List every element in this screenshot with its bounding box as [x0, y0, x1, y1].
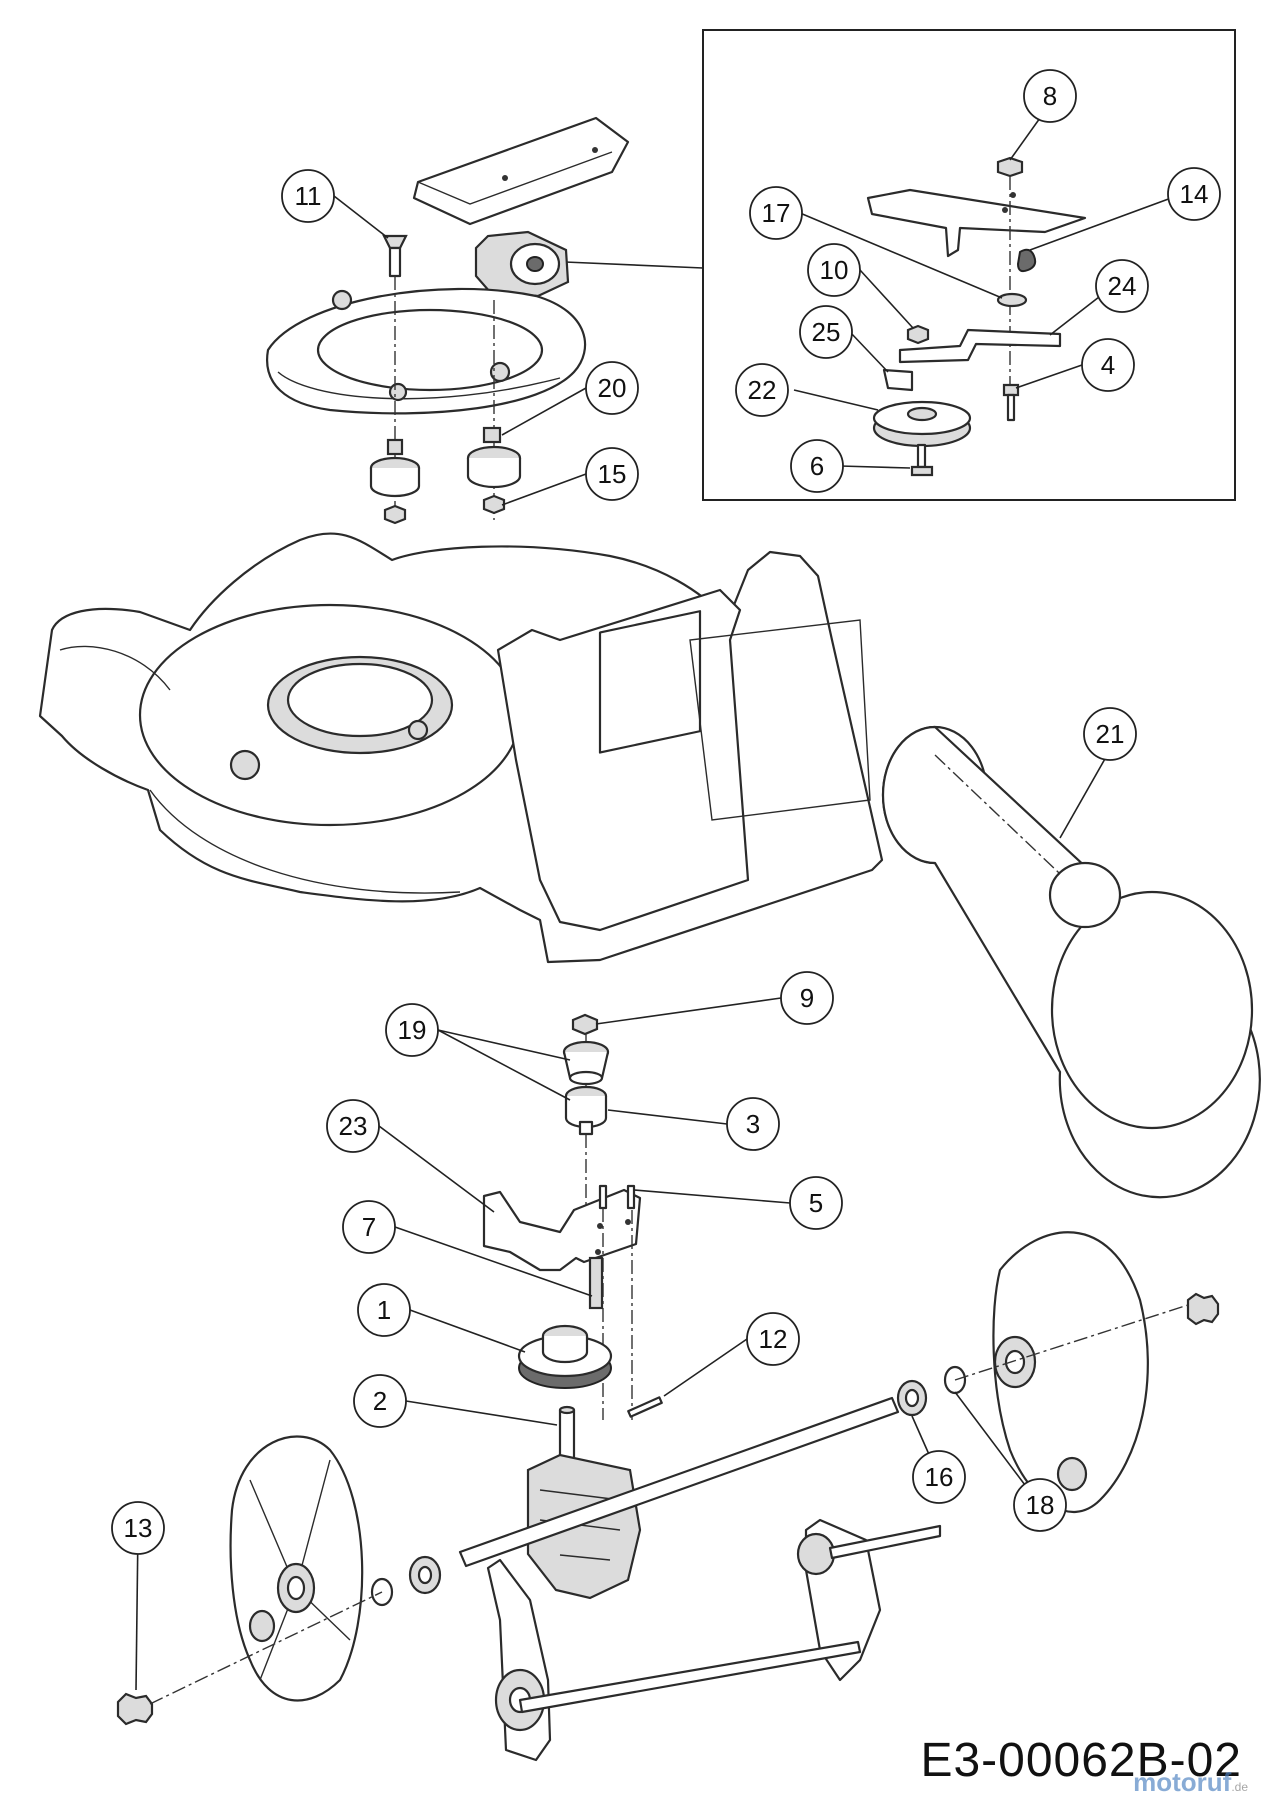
svg-text:8: 8	[1043, 81, 1057, 111]
svg-text:17: 17	[762, 198, 791, 228]
idler-pulley-upper	[562, 1040, 610, 1086]
svg-text:3: 3	[746, 1109, 760, 1139]
svg-text:1: 1	[377, 1295, 391, 1325]
callout-21: 21	[1083, 707, 1137, 761]
callout-17: 17	[749, 186, 803, 240]
inset-bracket-plate	[866, 188, 1087, 258]
axle-bearing-right	[896, 1379, 928, 1417]
svg-text:10: 10	[820, 255, 849, 285]
inset-bolt	[1002, 383, 1020, 422]
svg-text:14: 14	[1180, 179, 1209, 209]
height-adjust-bracket-right	[796, 1518, 882, 1682]
svg-text:19: 19	[398, 1015, 427, 1045]
transmission-gearbox	[526, 1405, 642, 1600]
callout-18: 18	[1013, 1478, 1067, 1532]
inset-clip	[882, 368, 914, 392]
callout-22: 22	[735, 363, 789, 417]
svg-text:23: 23	[339, 1111, 368, 1141]
callout-3: 3	[726, 1097, 780, 1151]
right-bushing	[466, 426, 522, 515]
inset-pulley-bolt	[910, 443, 934, 477]
svg-text:4: 4	[1101, 350, 1115, 380]
svg-text:20: 20	[598, 373, 627, 403]
inset-nut	[996, 156, 1024, 178]
height-adjust-rod	[518, 1524, 942, 1714]
inset-washer	[996, 292, 1028, 308]
callout-11: 11	[281, 169, 335, 223]
svg-text:5: 5	[809, 1188, 823, 1218]
callout-13: 13	[111, 1501, 165, 1555]
idler-pulley-lower	[564, 1085, 608, 1136]
callout-12: 12	[746, 1312, 800, 1366]
left-rear-wheel	[229, 1435, 364, 1702]
center-nut	[571, 1013, 599, 1036]
transmission-pulley	[517, 1324, 613, 1389]
inset-pointer-line	[564, 261, 704, 269]
watermark-text: motoruf	[1133, 1767, 1232, 1797]
roll-pin	[627, 1396, 663, 1418]
callout-6: 6	[790, 439, 844, 493]
callout-24: 24	[1095, 259, 1149, 313]
callout-23: 23	[326, 1099, 380, 1153]
svg-text:11: 11	[295, 181, 322, 211]
svg-text:15: 15	[598, 459, 627, 489]
svg-text:25: 25	[812, 317, 841, 347]
inset-pulley	[872, 400, 972, 448]
right-wheel-gear	[1186, 1292, 1220, 1326]
svg-text:18: 18	[1026, 1490, 1055, 1520]
callout-20: 20	[585, 361, 639, 415]
callout-4: 4	[1081, 338, 1135, 392]
deck-ring	[266, 287, 587, 415]
svg-text:13: 13	[124, 1513, 153, 1543]
svg-text:6: 6	[810, 451, 824, 481]
inset-lever-arm	[898, 328, 1062, 364]
callout-7: 7	[342, 1200, 396, 1254]
right-rear-wheel	[992, 1231, 1149, 1513]
svg-text:9: 9	[800, 983, 814, 1013]
svg-text:22: 22	[748, 375, 777, 405]
left-bushing	[369, 438, 421, 525]
callout-19: 19	[385, 1003, 439, 1057]
drive-belt	[881, 725, 1261, 1199]
rear-axle	[458, 1396, 900, 1568]
svg-text:16: 16	[925, 1462, 954, 1492]
callout-10: 10	[807, 243, 861, 297]
svg-text:2: 2	[373, 1386, 387, 1416]
callout-9: 9	[780, 971, 834, 1025]
callout-2: 2	[353, 1374, 407, 1428]
height-adjust-bracket-left	[486, 1558, 552, 1762]
svg-text:21: 21	[1096, 719, 1125, 749]
callout-8: 8	[1023, 69, 1077, 123]
callout-5: 5	[789, 1176, 843, 1230]
callout-14: 14	[1167, 167, 1221, 221]
mower-deck	[38, 532, 884, 964]
leader-lines	[135, 103, 1183, 1691]
cable-housing	[474, 230, 570, 298]
svg-text:12: 12	[759, 1324, 788, 1354]
callout-1: 1	[357, 1283, 411, 1337]
callout-25: 25	[799, 305, 853, 359]
document-code: E3-00062B-02	[920, 1734, 1242, 1787]
watermark-logo: motoruf.de	[1133, 1767, 1248, 1798]
left-wheel-gear	[116, 1692, 154, 1726]
axle-bearing-left	[370, 1555, 442, 1607]
detail-inset-frame	[702, 29, 1236, 501]
callout-16: 16	[912, 1450, 966, 1504]
spacer-pin	[588, 1256, 604, 1310]
svg-text:24: 24	[1108, 271, 1137, 301]
mounting-bracket	[482, 1188, 642, 1272]
inset-spring	[1016, 248, 1037, 273]
inset-small-nut	[906, 324, 930, 345]
svg-text:7: 7	[362, 1212, 376, 1242]
callout-15: 15	[585, 447, 639, 501]
countersunk-screw	[382, 234, 408, 278]
cover-plate	[412, 116, 630, 226]
watermark-tld: .de	[1231, 1780, 1248, 1794]
